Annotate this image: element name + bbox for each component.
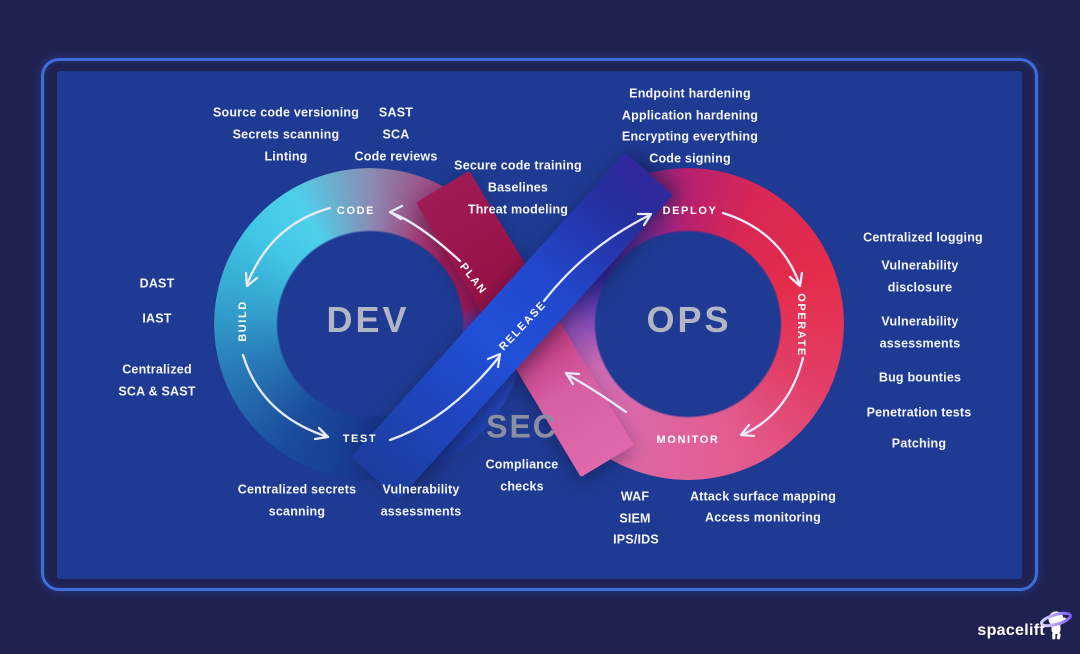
- label-centralized-secrets-scanning: Centralized secrets scanning: [237, 482, 357, 519]
- label-encrypting-everything: Encrypting everything: [621, 129, 759, 144]
- label-access-monitoring: Access monitoring: [705, 510, 821, 525]
- ops-label: OPS: [646, 299, 732, 340]
- label-vulnerability-assessments-bottom: Vulnerability assessments: [380, 482, 462, 519]
- stage-code: CODE: [336, 205, 376, 217]
- stage-build: BUILD: [237, 300, 249, 342]
- label-centralized-sca-sast: Centralized SCA & SAST: [118, 362, 196, 399]
- label-centralized-logging: Centralized logging: [863, 230, 983, 245]
- label-patching: Patching: [891, 436, 947, 451]
- label-bug-bounties: Bug bounties: [878, 370, 962, 385]
- label-siem: SIEM: [619, 511, 651, 526]
- label-sast: SAST: [378, 105, 414, 120]
- spacelift-planet-icon: [1040, 611, 1072, 640]
- label-code-signing: Code signing: [649, 151, 731, 166]
- label-sca: SCA: [382, 127, 410, 142]
- label-linting: Linting: [264, 149, 308, 164]
- spacelift-logo-text: spacelift: [977, 622, 1045, 639]
- sec-label: SEC: [486, 408, 558, 445]
- spacelift-logo: spacelift: [975, 604, 1075, 648]
- label-threat-modeling: Threat modeling: [467, 202, 569, 217]
- stage-monitor: MONITOR: [656, 434, 720, 446]
- label-secure-code-training: Secure code training: [454, 158, 582, 173]
- label-secrets-scanning: Secrets scanning: [232, 127, 340, 142]
- label-endpoint-hardening: Endpoint hardening: [629, 86, 751, 101]
- label-penetration-tests: Penetration tests: [866, 405, 972, 420]
- label-ips-ids: IPS/IDS: [613, 532, 659, 547]
- label-dast: DAST: [139, 276, 175, 291]
- label-vulnerability-assessments-right: Vulnerability assessments: [879, 314, 961, 351]
- label-source-code-versioning: Source code versioning: [212, 105, 360, 120]
- label-attack-surface-mapping: Attack surface mapping: [689, 489, 837, 504]
- label-code-reviews: Code reviews: [354, 149, 438, 164]
- stage-test: TEST: [342, 433, 378, 445]
- label-waf: WAF: [620, 489, 650, 504]
- label-baselines: Baselines: [487, 180, 549, 195]
- label-iast: IAST: [142, 311, 172, 326]
- label-vulnerability-disclosure: Vulnerability disclosure: [881, 258, 959, 295]
- stage-deploy: DEPLOY: [662, 205, 718, 217]
- dev-label: DEV: [326, 299, 410, 340]
- frame-border: [41, 58, 1038, 591]
- label-application-hardening: Application hardening: [621, 108, 759, 123]
- stage-operate: OPERATE: [795, 293, 807, 357]
- label-compliance-checks: Compliance checks: [485, 457, 559, 494]
